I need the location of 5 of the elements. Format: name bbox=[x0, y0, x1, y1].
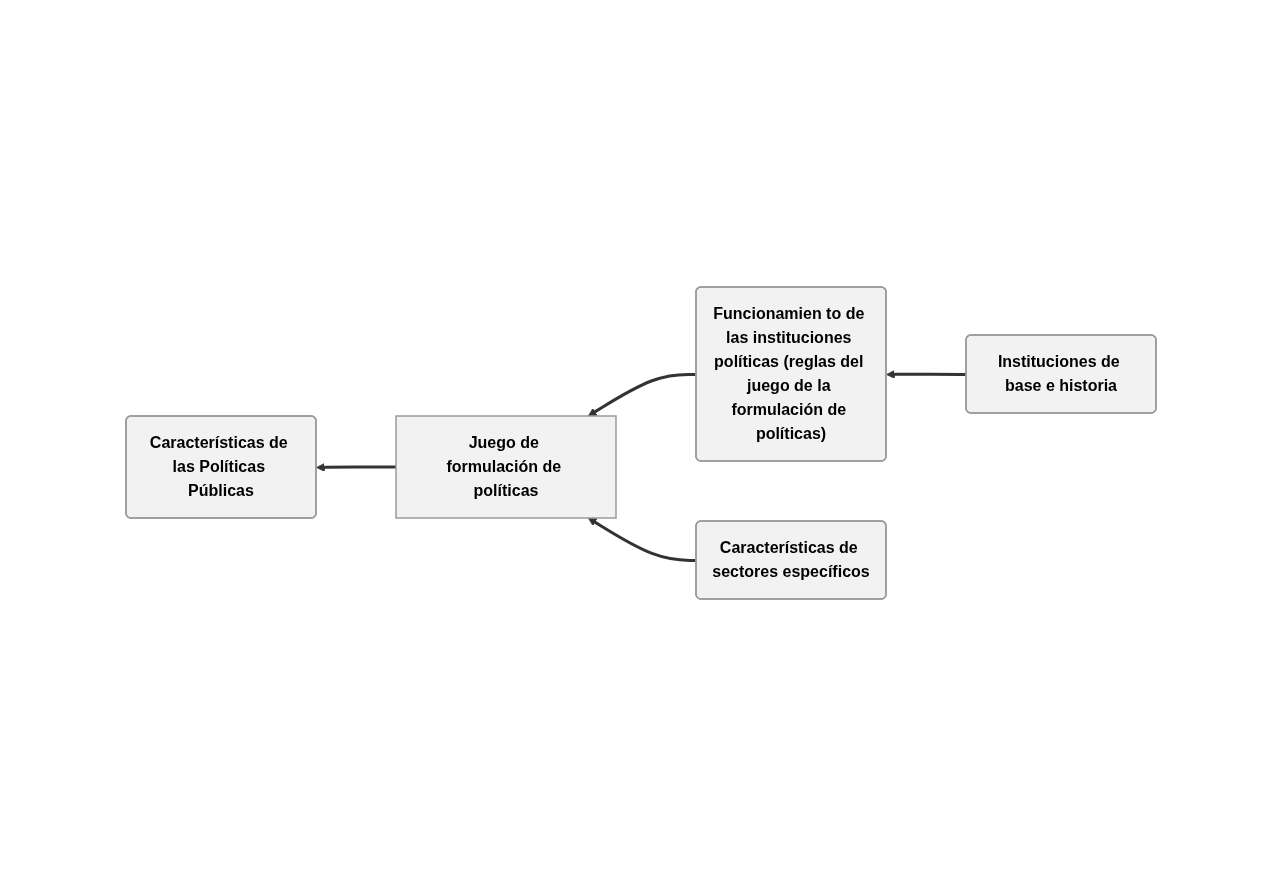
arrow bbox=[316, 463, 396, 472]
arrow bbox=[587, 372, 697, 417]
arrow bbox=[587, 517, 697, 562]
arrow bbox=[886, 370, 967, 379]
node-box: Juego de formulación de políticas bbox=[395, 415, 617, 519]
